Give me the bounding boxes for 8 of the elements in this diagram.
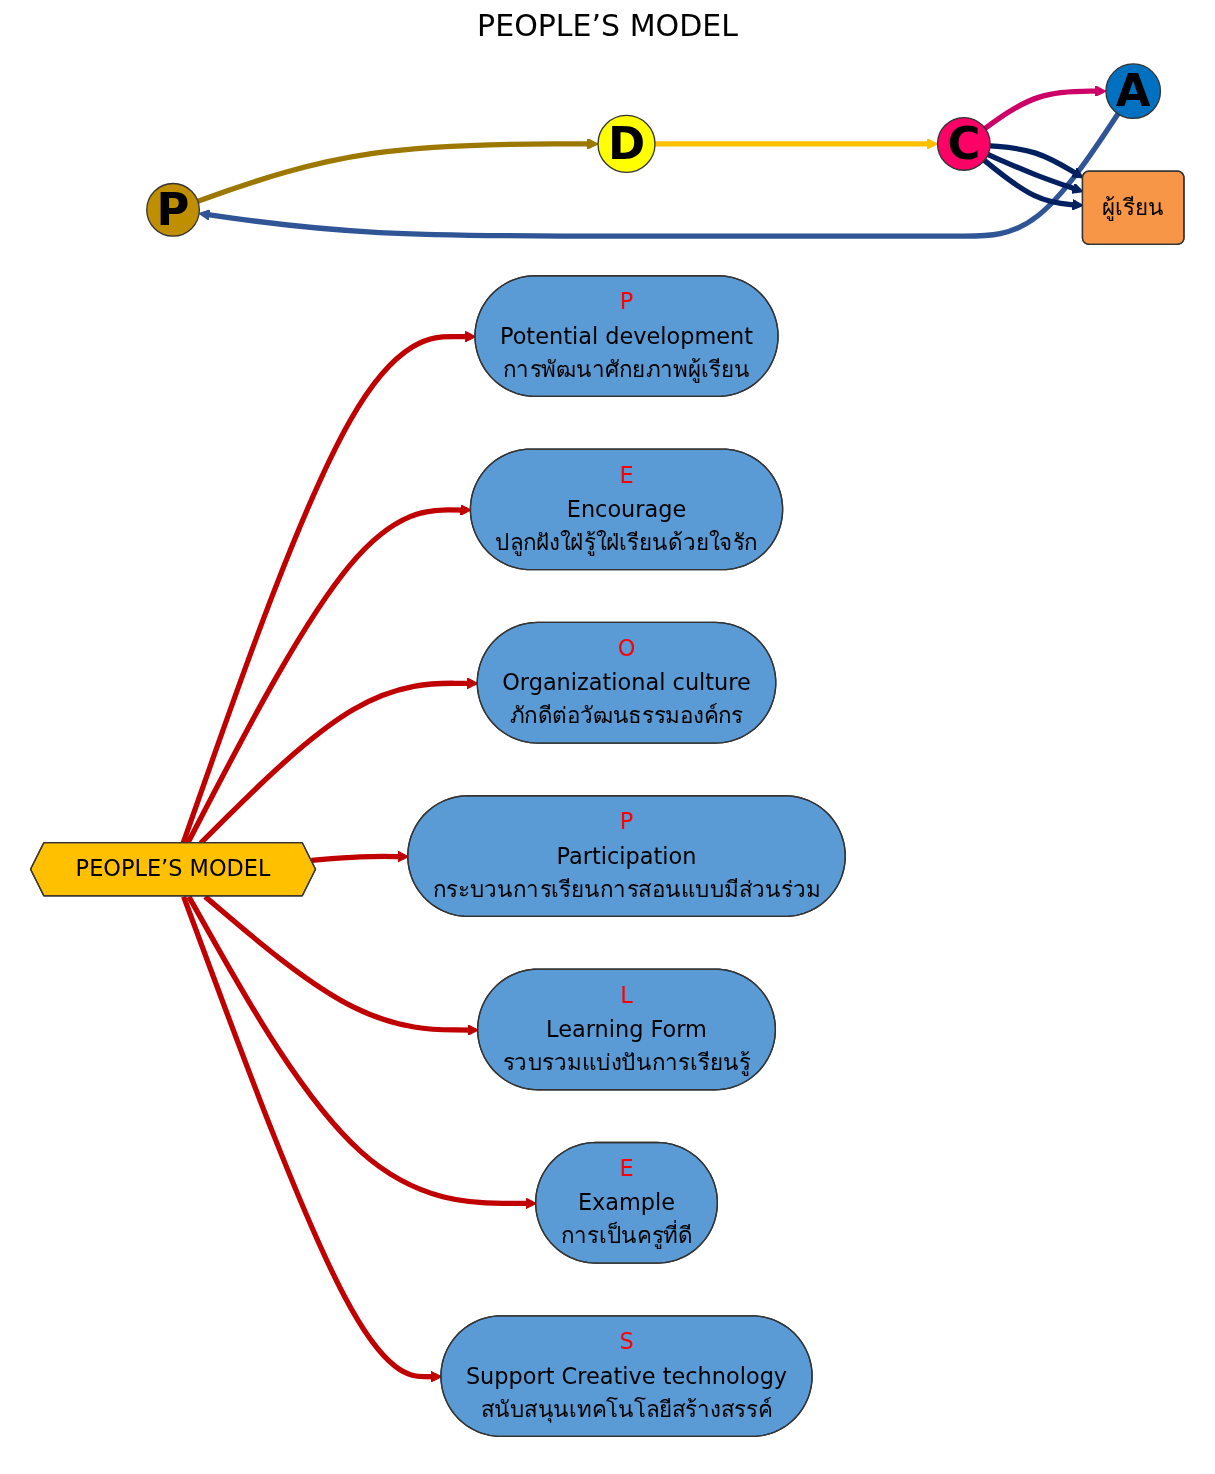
node-circle: C xyxy=(937,116,992,171)
node-circle: D xyxy=(597,114,656,174)
arrow xyxy=(990,143,1084,179)
diagram-title: PEOPLE’S MODEL xyxy=(476,8,739,43)
arrow xyxy=(197,138,599,204)
node-circle: A xyxy=(1105,63,1162,120)
arrow xyxy=(983,85,1107,131)
node-circle: P xyxy=(146,182,201,237)
